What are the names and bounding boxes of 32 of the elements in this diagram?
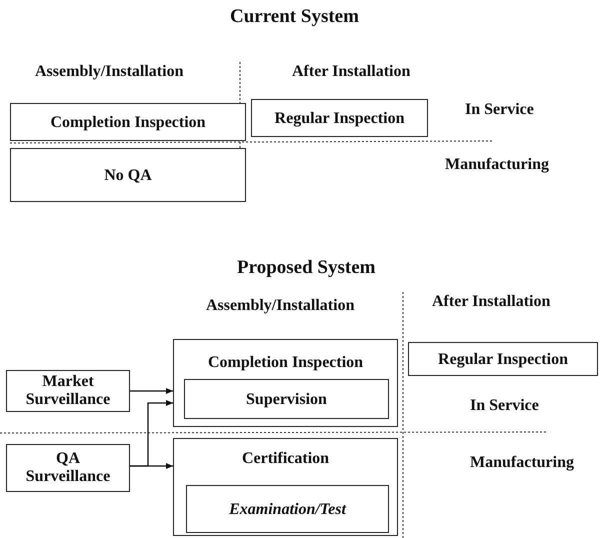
zone-label: After Installation: [432, 293, 550, 311]
arrow: [130, 388, 173, 394]
box-label: Regular Inspection: [437, 351, 569, 369]
box-label: Regular Inspection: [274, 110, 406, 128]
zone-label: Assembly/Installation: [35, 63, 184, 81]
box-label: Examination/Test: [228, 501, 348, 519]
process-box: [251, 99, 428, 137]
process-box: [6, 370, 130, 412]
section-heading: Proposed System: [237, 259, 376, 277]
process-box: [10, 148, 246, 202]
zone-label: Manufacturing: [445, 156, 549, 174]
process-box: [408, 342, 598, 376]
zone-label: After Installation: [292, 63, 410, 81]
process-box: [184, 379, 389, 419]
zone-label: Manufacturing: [470, 454, 574, 472]
process-box: [6, 444, 130, 492]
process-box: [186, 485, 389, 533]
box-label: Certification: [240, 450, 330, 468]
zone-label: In Service: [470, 397, 539, 415]
diagram-title: Current System: [230, 8, 359, 26]
process-box: [173, 438, 398, 536]
zone-label: In Service: [465, 101, 534, 119]
box-label: Market Surveillance: [24, 373, 112, 409]
process-box: [10, 103, 246, 141]
box-label: Completion Inspection: [206, 354, 364, 372]
box-label: Completion Inspection: [49, 114, 207, 132]
arrow: [130, 463, 173, 469]
box-label: QA Surveillance: [24, 450, 112, 486]
box-label: No QA: [103, 167, 153, 185]
zone-label: Assembly/Installation: [206, 297, 354, 315]
box-label: Supervision: [245, 391, 328, 409]
process-box: [173, 339, 398, 427]
